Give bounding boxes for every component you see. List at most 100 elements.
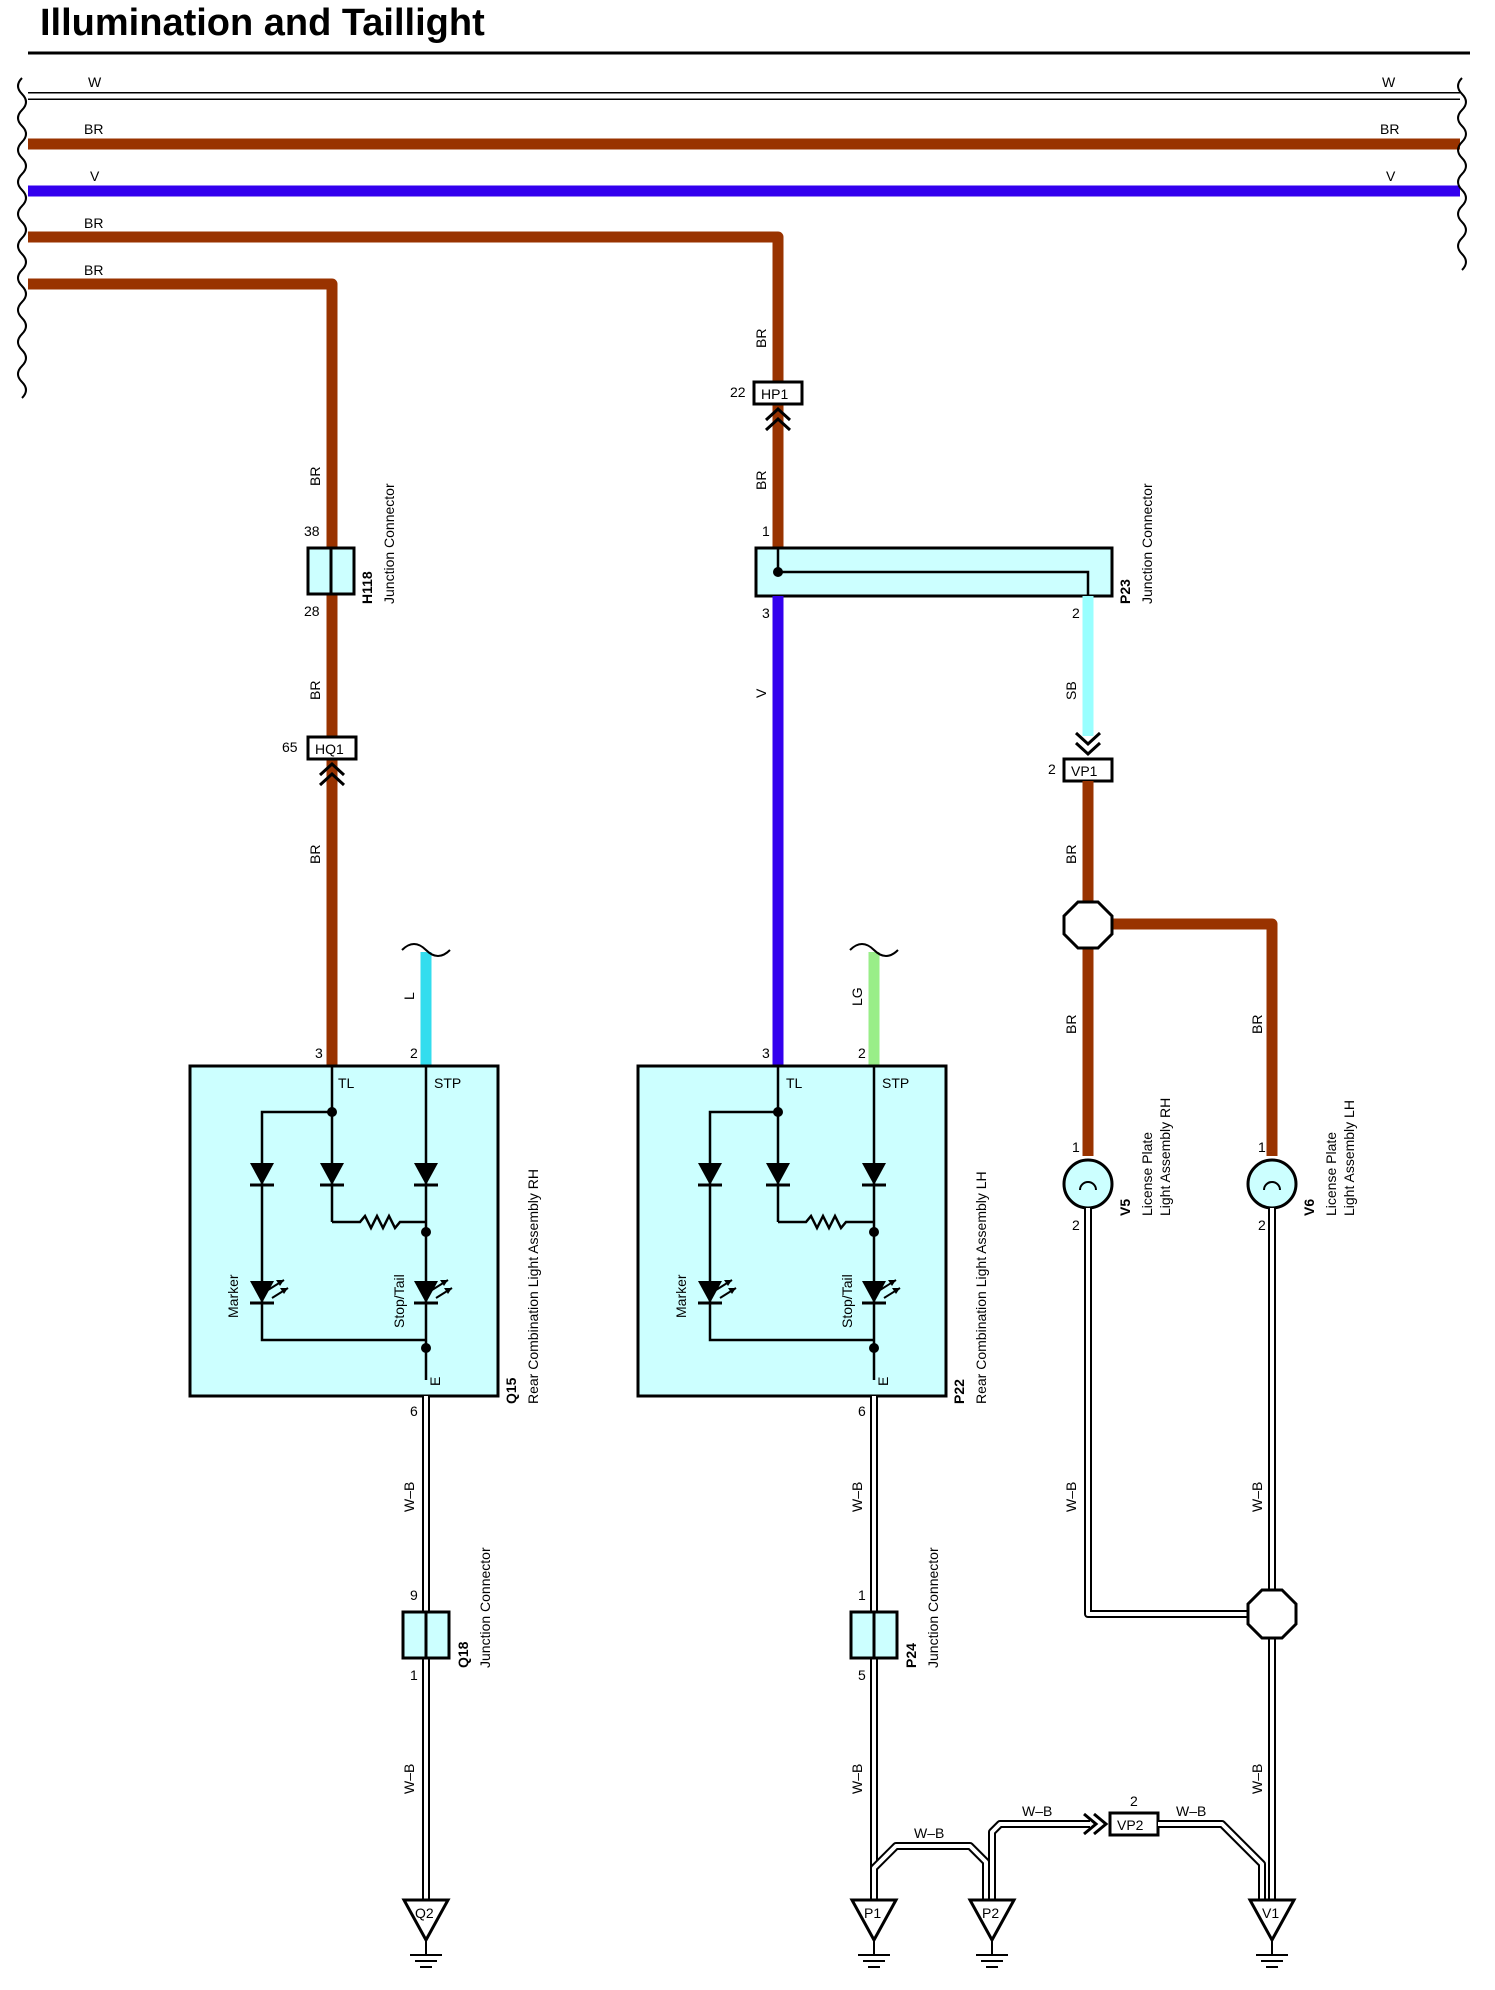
q15-tl: TL bbox=[338, 1075, 355, 1091]
wire-wb-vp2-v1 bbox=[1158, 1820, 1266, 1910]
p23-pin2: 2 bbox=[1072, 605, 1080, 621]
bus-label-w-right: W bbox=[1382, 74, 1396, 90]
q15-pin-stp: 2 bbox=[410, 1045, 418, 1061]
h118-pin-top: 38 bbox=[304, 523, 320, 539]
wire-label-wb-p1-p2: W–B bbox=[914, 1825, 944, 1841]
p22-desc: Rear Combination Light Assembly LH bbox=[973, 1171, 989, 1404]
break-mark-right bbox=[1457, 77, 1467, 271]
wire-wb-p2-vp2 bbox=[988, 1812, 1109, 1908]
vp1-arrow bbox=[1074, 731, 1102, 757]
v6-pin1: 1 bbox=[1258, 1139, 1266, 1155]
junction-q18: 9 1 Q18 Junction Connector bbox=[401, 1547, 493, 1683]
wire-label-lg: LG bbox=[849, 987, 865, 1006]
bus-wires bbox=[28, 92, 1460, 550]
q15-desc: Rear Combination Light Assembly RH bbox=[525, 1169, 541, 1404]
rear-combination-light-rh: 3 2 TL STP Marker Stop/Tail E 6 Q15 Rear… bbox=[188, 1045, 541, 1419]
q15-pin-e: 6 bbox=[410, 1403, 418, 1419]
ground-q2-label: Q2 bbox=[415, 1905, 434, 1921]
wire-label-br-2: BR bbox=[307, 681, 323, 700]
q18-pin-bottom: 1 bbox=[410, 1667, 418, 1683]
bus-label-v-right: V bbox=[1386, 168, 1396, 184]
q18-pin-top: 9 bbox=[410, 1587, 418, 1603]
wire-label-v: V bbox=[753, 688, 769, 698]
q15-code: Q15 bbox=[503, 1377, 519, 1404]
wire-label-br-4: BR bbox=[753, 329, 769, 348]
p22-code: P22 bbox=[951, 1379, 967, 1404]
hq1-code: HQ1 bbox=[315, 741, 344, 757]
ground-v1: V1 bbox=[1248, 1898, 1296, 1969]
wire-label-br-6: BR bbox=[1063, 845, 1079, 864]
v5-pin1: 1 bbox=[1072, 1139, 1080, 1155]
p23-pin1: 1 bbox=[762, 523, 770, 539]
wire-label-wb-rh-1: W–B bbox=[401, 1482, 417, 1512]
splice-br bbox=[1062, 900, 1114, 950]
p24-code: P24 bbox=[903, 1643, 919, 1668]
ground-p1-label: P1 bbox=[864, 1905, 881, 1921]
q15-marker: Marker bbox=[225, 1274, 241, 1318]
h118-code: H118 bbox=[359, 571, 375, 604]
wire-label-l: L bbox=[401, 992, 417, 1000]
p22-pin-e: 6 bbox=[858, 1403, 866, 1419]
p24-pin-top: 1 bbox=[858, 1587, 866, 1603]
q18-desc: Junction Connector bbox=[477, 1547, 493, 1668]
h118-pin-bottom: 28 bbox=[304, 603, 320, 619]
wire-label-br-3: BR bbox=[307, 845, 323, 864]
ground-v1-label: V1 bbox=[1262, 1905, 1279, 1921]
connector-vp2: VP2 2 bbox=[1108, 1793, 1160, 1837]
connector-hp1: HP1 22 bbox=[730, 380, 804, 432]
ground-q2: Q2 bbox=[402, 1898, 450, 1969]
wire-label-wb-vp2-v1: W–B bbox=[1176, 1803, 1206, 1819]
ground-p1: P1 bbox=[850, 1898, 898, 1969]
wire-label-wb-v5: W–B bbox=[1063, 1482, 1079, 1512]
v6-code: V6 bbox=[1301, 1199, 1317, 1216]
wire-break-l bbox=[401, 943, 451, 957]
p23-code: P23 bbox=[1117, 579, 1133, 604]
junction-p23: 1 3 2 P23 Junction Connector bbox=[754, 483, 1155, 621]
wire-label-wb-lh-1: W–B bbox=[849, 1482, 865, 1512]
bus-label-br-3: BR bbox=[84, 215, 103, 231]
bus-label-br-left: BR bbox=[84, 121, 103, 137]
connector-vp1: VP1 2 bbox=[1048, 757, 1114, 783]
wire-label-wb-p2-vp2: W–B bbox=[1022, 1803, 1052, 1819]
p22-pin-stp: 2 bbox=[858, 1045, 866, 1061]
rear-combination-light-lh: 3 2 TL STP Marker Stop/Tail E 6 P22 Rear… bbox=[636, 1045, 989, 1419]
q15-pin-tl: 3 bbox=[315, 1045, 323, 1061]
license-plate-light-lh: 1 2 V6 License Plate Light Assembly LH bbox=[1246, 1100, 1357, 1233]
wire-label-br-7: BR bbox=[1063, 1015, 1079, 1034]
v5-desc2: Light Assembly RH bbox=[1157, 1098, 1173, 1216]
q18-code: Q18 bbox=[455, 1641, 471, 1668]
hp1-code: HP1 bbox=[761, 386, 788, 402]
wire-label-wb-rh-2: W–B bbox=[401, 1764, 417, 1794]
wire-br-vp1-license bbox=[1082, 781, 1278, 1156]
p22-stp: STP bbox=[882, 1075, 909, 1091]
splice-wb bbox=[1246, 1588, 1298, 1640]
p23-desc: Junction Connector bbox=[1139, 483, 1155, 604]
v6-pin2: 2 bbox=[1258, 1217, 1266, 1233]
bus-label-v-left: V bbox=[90, 168, 100, 184]
q15-e: E bbox=[427, 1377, 443, 1386]
vp2-pin: 2 bbox=[1130, 1793, 1138, 1809]
vp2-code: VP2 bbox=[1117, 1817, 1144, 1833]
wire-label-br-5: BR bbox=[753, 471, 769, 490]
ground-p2: P2 bbox=[968, 1898, 1016, 1969]
q15-stop-tail: Stop/Tail bbox=[391, 1274, 407, 1328]
p24-pin-bottom: 5 bbox=[858, 1667, 866, 1683]
hq1-pin: 65 bbox=[282, 739, 298, 755]
wire-label-wb-lh-2: W–B bbox=[849, 1764, 865, 1794]
vp1-pin: 2 bbox=[1048, 761, 1056, 777]
wire-label-br-8: BR bbox=[1249, 1015, 1265, 1034]
p24-desc: Junction Connector bbox=[925, 1547, 941, 1668]
p22-stop-tail: Stop/Tail bbox=[839, 1274, 855, 1328]
bus-label-br-4: BR bbox=[84, 262, 103, 278]
v5-desc1: License Plate bbox=[1139, 1132, 1155, 1216]
connector-hq1: HQ1 65 bbox=[282, 735, 358, 787]
wire-label-wb-v6: W–B bbox=[1249, 1482, 1265, 1512]
ground-p2-label: P2 bbox=[982, 1905, 999, 1921]
v6-desc2: Light Assembly LH bbox=[1341, 1100, 1357, 1216]
p22-marker: Marker bbox=[673, 1274, 689, 1318]
page-title: Illumination and Taillight bbox=[40, 2, 485, 44]
q15-stp: STP bbox=[434, 1075, 461, 1091]
wire-label-br-1: BR bbox=[307, 467, 323, 486]
p22-pin-tl: 3 bbox=[762, 1045, 770, 1061]
